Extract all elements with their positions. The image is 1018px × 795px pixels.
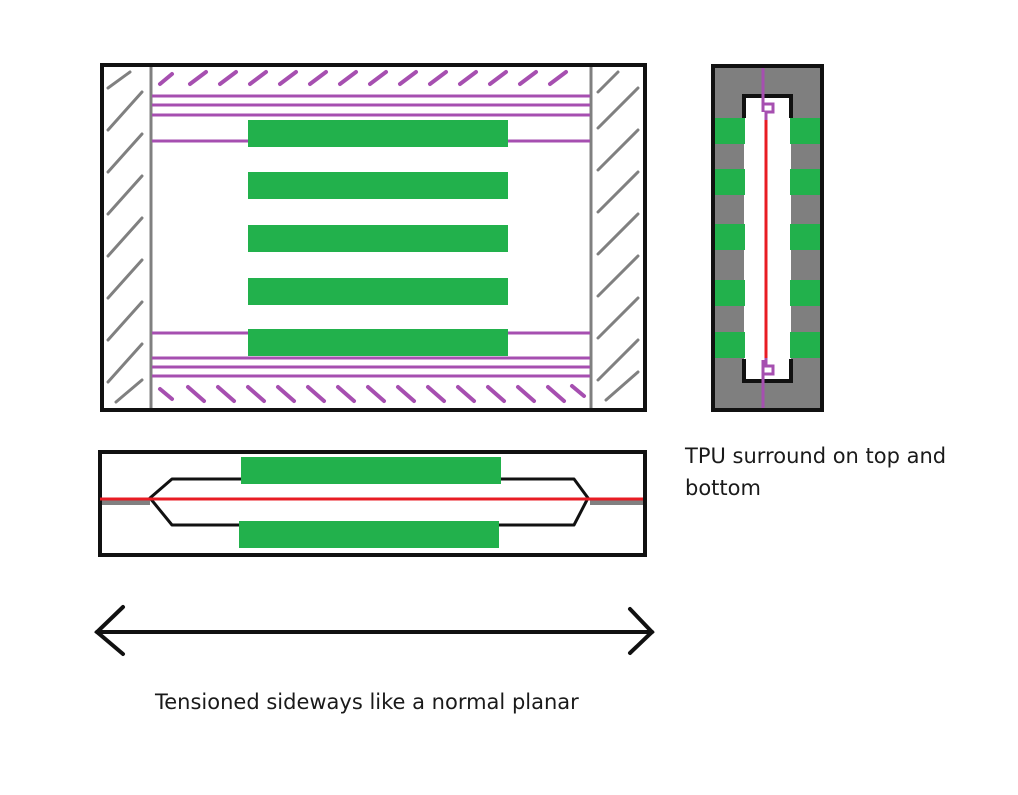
tension-note: Tensioned sideways like a normal planar — [155, 690, 579, 714]
magnet-block — [790, 118, 820, 144]
front-view — [100, 63, 647, 412]
tpu-surround-note: TPU surround on top and bottom — [685, 444, 947, 500]
bottom-bracket — [742, 359, 793, 383]
top-tpu-hatching — [158, 70, 568, 86]
right-clamp-hatching — [596, 70, 640, 402]
front-magnet-bars — [248, 120, 508, 356]
bottom-tpu-hatching — [158, 384, 586, 403]
tpu-top-clip — [763, 102, 775, 120]
double-headed-arrow-icon — [94, 605, 655, 656]
tpu-bottom-clip — [763, 356, 775, 376]
cross-section-view — [98, 450, 647, 557]
magnet-block — [715, 118, 745, 144]
magnet-bar — [248, 278, 508, 305]
top-bracket — [742, 94, 793, 118]
magnet-bar — [248, 120, 508, 147]
magnet-bottom-section — [239, 521, 499, 548]
magnet-bar — [248, 225, 508, 252]
side-magnets-right — [790, 118, 820, 358]
magnet-block — [715, 224, 745, 250]
magnet-bar — [248, 329, 508, 356]
magnet-block — [790, 169, 820, 195]
top-tpu-lines — [152, 94, 590, 143]
magnet-top-section — [241, 457, 501, 484]
magnet-block — [790, 224, 820, 250]
magnet-block — [715, 169, 745, 195]
magnet-block — [715, 280, 745, 306]
magnet-block — [715, 332, 745, 358]
left-clamp-hatching — [106, 70, 144, 404]
side-view — [711, 64, 824, 412]
side-magnets-left — [715, 118, 745, 358]
magnet-bar — [248, 172, 508, 199]
magnet-block — [790, 280, 820, 306]
magnet-block — [790, 332, 820, 358]
